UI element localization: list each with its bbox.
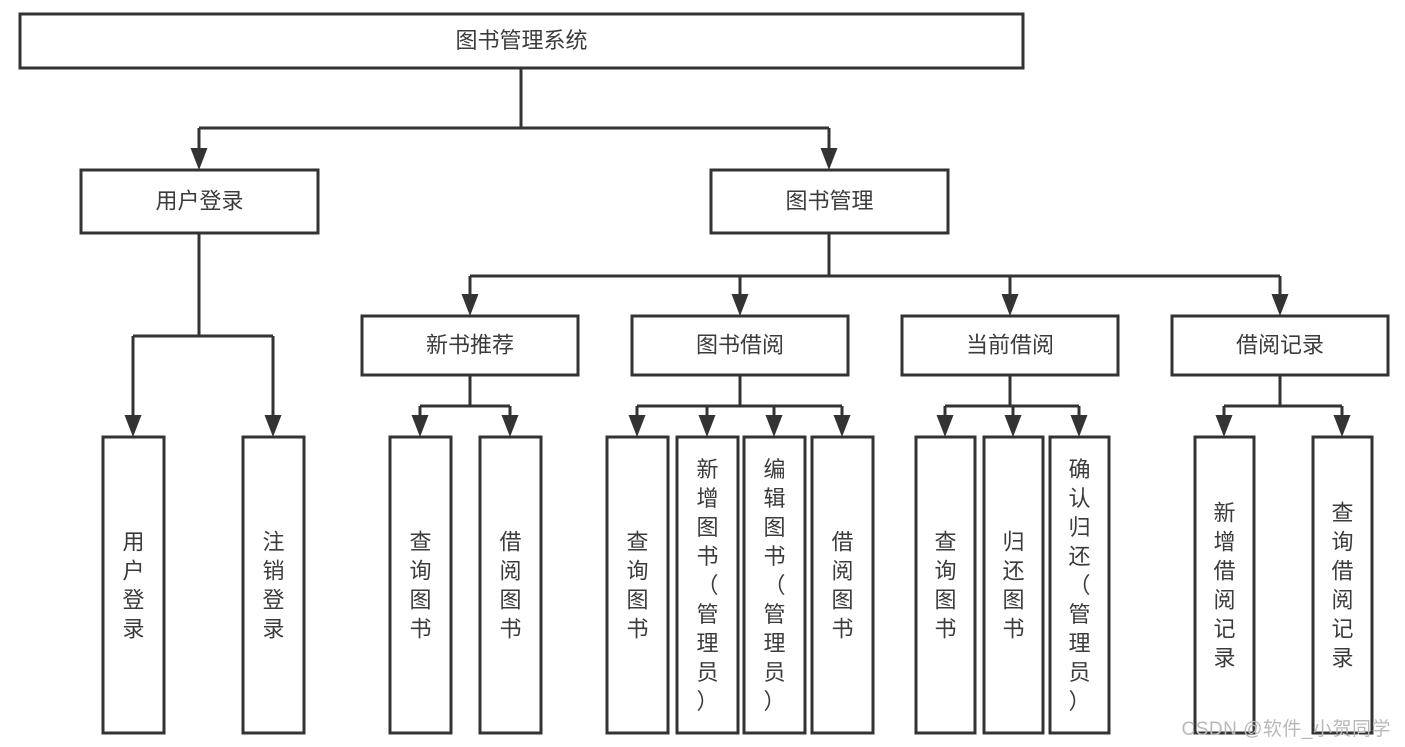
node-label: 图书管理	[785, 188, 873, 213]
node-box[interactable]	[18, 12, 1025, 70]
node-box[interactable]	[810, 435, 875, 735]
node-box[interactable]	[982, 435, 1045, 735]
arrow-head-icon	[820, 148, 838, 170]
node-box[interactable]	[605, 435, 670, 735]
node-box[interactable]	[1193, 435, 1256, 735]
node-leaf-10[interactable]: 确认归还（管理员）	[1048, 435, 1111, 735]
node-l2-1[interactable]: 图书管理	[709, 168, 950, 235]
arrow-head-icon	[124, 415, 142, 437]
node-root-0[interactable]: 图书管理系统	[18, 12, 1025, 70]
node-box[interactable]	[900, 314, 1120, 377]
node-label: 借阅图书	[499, 530, 521, 642]
node-box[interactable]	[360, 314, 580, 377]
arrow-head-icon	[833, 415, 851, 437]
node-label: 确认归还（管理员）	[1068, 457, 1090, 714]
arrow-head-icon	[1001, 294, 1019, 316]
node-leaf-7[interactable]: 借阅图书	[810, 435, 875, 735]
node-box[interactable]	[675, 435, 740, 735]
node-l3-3[interactable]: 借阅记录	[1170, 314, 1390, 377]
arrow-head-icon	[731, 294, 749, 316]
node-leaf-5[interactable]: 新增图书（管理员）	[675, 435, 740, 735]
node-label: 查询图书	[934, 530, 956, 642]
node-box[interactable]	[914, 435, 977, 735]
node-label: 当前借阅	[966, 332, 1054, 357]
node-leaf-4[interactable]: 查询图书	[605, 435, 670, 735]
node-l2-0[interactable]: 用户登录	[79, 168, 320, 235]
node-l3-1[interactable]: 图书借阅	[630, 314, 850, 377]
node-label: 新增图书（管理员）	[696, 457, 718, 714]
node-label: 借阅记录	[1236, 332, 1324, 357]
node-label: 查询借阅记录	[1331, 501, 1353, 671]
node-leaf-3[interactable]: 借阅图书	[478, 435, 543, 735]
node-label: 图书管理系统	[455, 28, 587, 53]
node-label: 借阅图书	[831, 530, 853, 642]
arrow-head-icon	[461, 294, 479, 316]
node-label: 新增借阅记录	[1213, 501, 1235, 671]
node-box[interactable]	[388, 435, 453, 735]
node-leaf-1[interactable]: 注销登录	[241, 435, 306, 735]
node-label: 图书借阅	[696, 332, 784, 357]
arrow-head-icon	[698, 415, 716, 437]
node-leaf-8[interactable]: 查询图书	[914, 435, 977, 735]
node-box[interactable]	[709, 168, 950, 235]
arrow-head-icon	[1070, 415, 1088, 437]
node-leaf-9[interactable]: 归还图书	[982, 435, 1045, 735]
arrow-head-icon	[264, 415, 282, 437]
node-layer: 图书管理系统用户登录图书管理新书推荐图书借阅当前借阅借阅记录用户登录注销登录查询…	[18, 12, 1390, 735]
arrow-head-icon	[1271, 294, 1289, 316]
connector-layer	[124, 68, 1351, 437]
node-box[interactable]	[1048, 435, 1111, 735]
node-box[interactable]	[630, 314, 850, 377]
node-box[interactable]	[1170, 314, 1390, 377]
arrow-head-icon	[411, 415, 429, 437]
arrow-head-icon	[936, 415, 954, 437]
node-l3-2[interactable]: 当前借阅	[900, 314, 1120, 377]
node-label: 注销登录	[262, 530, 284, 642]
node-leaf-2[interactable]: 查询图书	[388, 435, 453, 735]
node-label: 查询图书	[626, 530, 648, 642]
node-box[interactable]	[101, 435, 166, 735]
node-box[interactable]	[742, 435, 807, 735]
node-box[interactable]	[1311, 435, 1374, 735]
node-l3-0[interactable]: 新书推荐	[360, 314, 580, 377]
node-label: 用户登录	[122, 530, 144, 642]
node-label: 用户登录	[155, 188, 243, 213]
node-leaf-12[interactable]: 查询借阅记录	[1311, 435, 1374, 735]
node-box[interactable]	[241, 435, 306, 735]
node-label: 归还图书	[1002, 530, 1024, 642]
arrow-head-icon	[1333, 415, 1351, 437]
arrow-head-icon	[765, 415, 783, 437]
node-label: 查询图书	[409, 530, 431, 642]
node-leaf-6[interactable]: 编辑图书（管理员）	[742, 435, 807, 735]
arrow-head-icon	[190, 148, 208, 170]
arrow-head-icon	[628, 415, 646, 437]
node-label: 新书推荐	[426, 332, 514, 357]
arrow-head-icon	[1004, 415, 1022, 437]
arrow-head-icon	[501, 415, 519, 437]
node-box[interactable]	[79, 168, 320, 235]
node-leaf-0[interactable]: 用户登录	[101, 435, 166, 735]
node-leaf-11[interactable]: 新增借阅记录	[1193, 435, 1256, 735]
node-label: 编辑图书（管理员）	[763, 457, 785, 714]
node-box[interactable]	[478, 435, 543, 735]
arrow-head-icon	[1215, 415, 1233, 437]
